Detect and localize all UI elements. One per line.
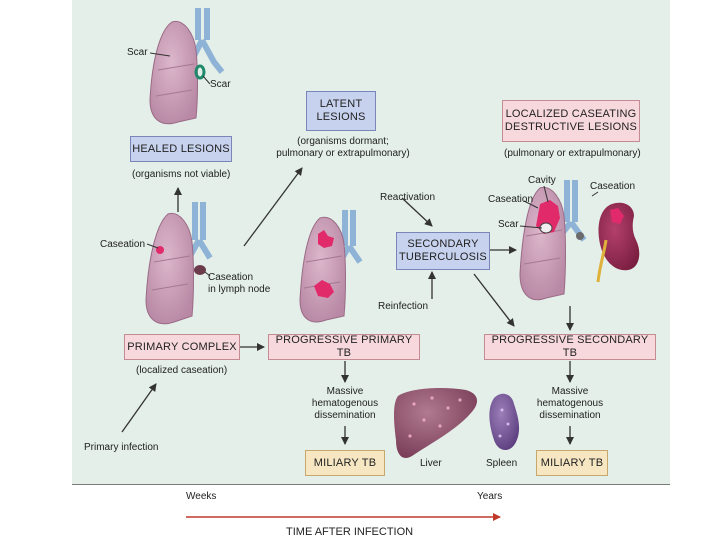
caseation-right-lung-label: Caseation [488,194,533,206]
primary-lung-illustration [146,202,210,324]
reactivation-label: Reactivation [380,192,435,204]
cavity-label: Cavity [528,175,556,187]
caseation-left-label: Caseation [100,239,145,251]
massive-dissemination-right-label: Massive hematogenous dissemination [530,386,610,422]
miliary-tb-left-box: MILIARY TB [305,450,385,476]
kidney-illustration [598,203,639,282]
progressive-lung-illustration [300,210,360,322]
massive-dissemination-left-label: Massive hematogenous dissemination [305,386,385,422]
progressive-primary-tb-box: PROGRESSIVE PRIMARY TB [268,334,420,360]
latent-lesions-box: LATENT LESIONS [306,91,376,131]
primary-complex-box: PRIMARY COMPLEX [124,334,240,360]
organisms-not-viable-label: (organisms not viable) [132,169,230,181]
pulm-extrapulm-label: (pulmonary or extrapulmonary) [504,148,641,160]
timeline-weeks-label: Weeks [186,491,216,503]
scar-right-label: Scar [498,219,519,231]
caseation-lymph-node-label: Caseation in lymph node [208,272,270,296]
spleen-illustration [489,394,519,450]
caseation-kidney-label: Caseation [590,181,635,193]
localized-caseating-box: LOCALIZED CASEATING DESTRUCTIVE LESIONS [502,100,640,142]
spleen-label: Spleen [486,458,517,470]
liver-illustration [394,388,477,458]
scar-top-label: Scar [127,47,148,59]
localized-caseation-label: (localized caseation) [136,365,227,377]
liver-label: Liver [420,458,442,470]
healed-lesions-box: HEALED LESIONS [130,136,232,162]
timeline-years-label: Years [477,491,502,503]
organisms-dormant-label: (organisms dormant; pulmonary or extrapu… [272,136,414,160]
secondary-tb-box: SECONDARY TUBERCULOSIS [396,232,490,270]
healed-lung-illustration [150,8,222,124]
primary-infection-label: Primary infection [84,442,158,454]
miliary-tb-right-box: MILIARY TB [536,450,608,476]
scar-hilar-label: Scar [210,79,231,91]
reinfection-label: Reinfection [378,301,428,313]
timeline-title: TIME AFTER INFECTION [286,526,413,538]
progressive-secondary-tb-box: PROGRESSIVE SECONDARY TB [484,334,656,360]
